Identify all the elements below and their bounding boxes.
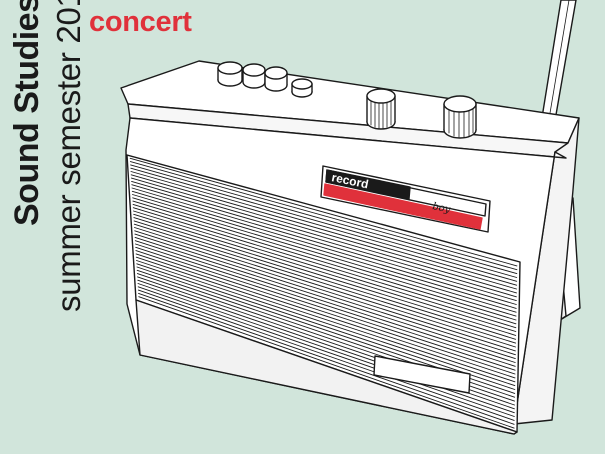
grille-rib: [130, 167, 518, 278]
knob-large-volume: [366, 88, 396, 130]
radio-base: [135, 299, 518, 435]
grille-rib: [133, 210, 517, 329]
event-label: concert: [89, 6, 192, 38]
knob-small-2: [242, 63, 266, 89]
grille-rib: [134, 236, 516, 360]
grille-rib: [136, 263, 516, 390]
grille-rib: [130, 164, 518, 275]
grille-rib: [130, 174, 518, 286]
grille-rib: [135, 253, 516, 379]
grille-rib: [135, 243, 516, 367]
brand-cursive-text: boy: [431, 201, 451, 215]
grille-rib: [137, 289, 515, 421]
grille-rib: [135, 246, 516, 371]
grille-rib: [130, 177, 517, 290]
grille-rib: [137, 283, 515, 414]
grille-rib: [130, 171, 518, 282]
grille-rib: [133, 223, 517, 344]
grille-rib: [132, 197, 517, 313]
grille-rib: [129, 161, 518, 271]
grille-rib: [135, 250, 516, 375]
knob-small-3: [264, 66, 288, 92]
grille-rib: [131, 190, 517, 305]
grille-rib: [134, 227, 516, 348]
grille-rib: [138, 296, 515, 429]
grille-rib: [132, 194, 517, 309]
grille-rib: [132, 207, 517, 325]
grille-rib: [133, 220, 517, 340]
grille-rib: [137, 286, 515, 417]
knob-small-1: [217, 61, 243, 87]
knob-small-4: [291, 78, 313, 98]
knob-large-tuning: [443, 95, 477, 139]
grille-rib: [134, 233, 516, 356]
grille-rib: [132, 200, 517, 317]
poster-subtitle: summer semester 2017: [50, 0, 87, 312]
grille-rib: [133, 217, 517, 336]
grille-rib: [134, 240, 516, 363]
bottom-label-plate: [373, 355, 471, 394]
grille-rib: [131, 187, 517, 302]
grille-rib: [131, 184, 517, 298]
grille-rib: [136, 260, 516, 387]
grille-rib: [131, 180, 517, 294]
grille-rib: [138, 292, 515, 425]
speaker-grille: [126, 154, 521, 433]
grille-rib: [133, 213, 517, 332]
grille-rib: [135, 256, 516, 383]
grille-rib: [129, 157, 518, 267]
grille-rib: [132, 203, 517, 321]
brand-badge: [320, 165, 491, 233]
grille-rib: [134, 230, 516, 352]
poster-title: Sound Studies: [8, 0, 46, 226]
